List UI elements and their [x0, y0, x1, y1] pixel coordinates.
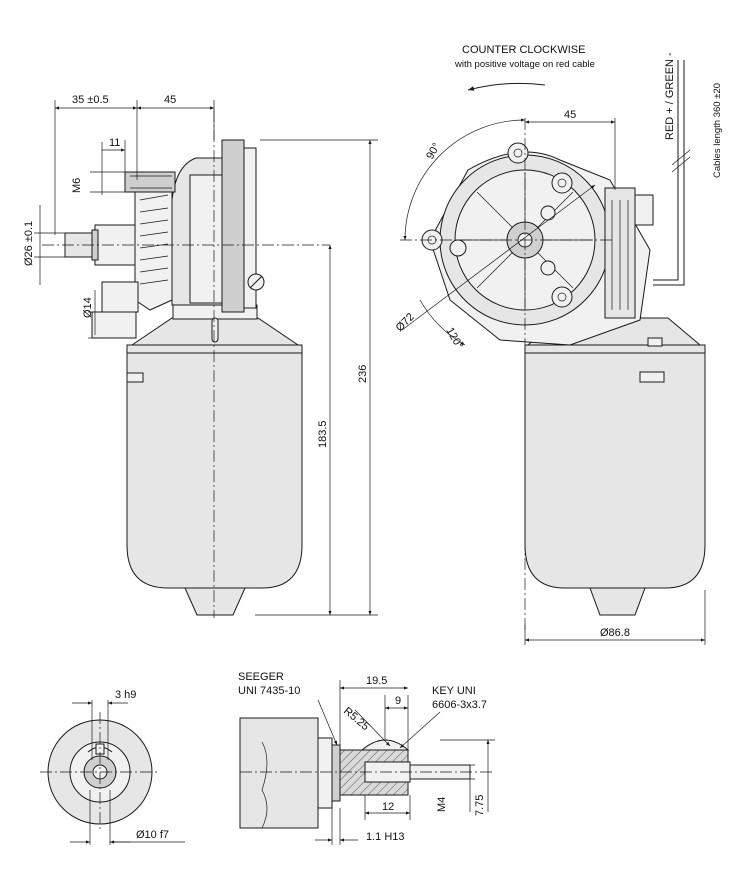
- thread-m6-label: M6: [71, 178, 83, 193]
- angle-120-label: 120°: [443, 326, 465, 352]
- front-dimensions: [401, 118, 706, 645]
- radius-5-25-label: R5.25: [341, 705, 371, 733]
- dim-9-label: 9: [395, 695, 401, 707]
- shaft-end-view: [40, 700, 185, 845]
- angle-90-label: 90°: [424, 141, 443, 161]
- dim-45-left-label: 45: [164, 94, 176, 106]
- seeger-label-2: UNI 7435-10: [238, 685, 300, 697]
- seeger-label-1: SEEGER: [238, 671, 284, 683]
- dim-11-label: 11: [109, 137, 120, 149]
- side-view: [42, 110, 330, 618]
- side-dimensions: [34, 100, 378, 616]
- front-view: [400, 60, 706, 630]
- dim-45-right-label: 45: [564, 109, 576, 121]
- key-label-2: 6606-3x3.7: [432, 699, 487, 711]
- dim-19-5-label: 19.5: [366, 675, 387, 687]
- dim-35-label: 35 ±0.5: [72, 94, 109, 106]
- thread-m4-label: M4: [436, 797, 448, 812]
- dia-72-label: Ø72: [394, 311, 417, 334]
- cable-colors-label: RED + / GREEN -: [664, 52, 676, 140]
- dim-183-5-label: 183.5: [317, 420, 329, 448]
- dia-26-label: Ø26 ±0.1: [23, 221, 35, 266]
- dia-86-8-label: Ø86.8: [600, 627, 630, 639]
- key-label-1: KEY UNI: [432, 685, 476, 697]
- cable-length-label: Cables length 360 ±20: [712, 83, 723, 178]
- dia-10f7-label: Ø10 f7: [136, 829, 169, 841]
- rotation-title: COUNTER CLOCKWISE: [462, 44, 585, 56]
- dim-3h9-label: 3 h9: [115, 689, 136, 701]
- shaft-section-view: [239, 680, 495, 845]
- dim-236-label: 236: [357, 365, 369, 383]
- dim-7-75-label: 7.75: [474, 795, 486, 816]
- dim-1-1h13-label: 1.1 H13: [366, 831, 405, 843]
- labels: 35 ±0.5 45 11 M6 Ø26 ±0.1 Ø14 236 183.5 …: [23, 44, 723, 843]
- rotation-subtitle: with positive voltage on red cable: [454, 59, 595, 70]
- dim-12-label: 12: [382, 801, 394, 813]
- dia-14-label: Ø14: [82, 297, 94, 318]
